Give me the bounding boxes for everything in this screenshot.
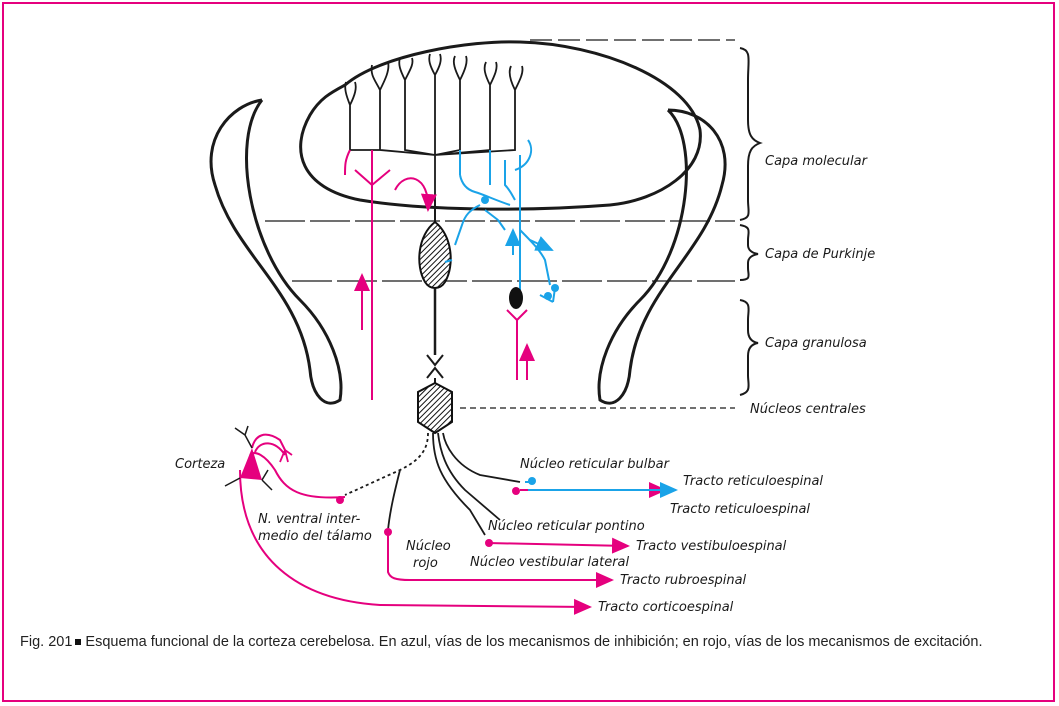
label-molecular-layer: Capa molecular [765,154,869,169]
figure-caption: Fig. 201 Esquema funcional de la corteza … [20,633,1030,652]
central-nucleus [418,383,452,433]
label-tract-reticulo-pontine: Tracto reticuloespinal [670,502,810,517]
label-thalamus-1: N. ventral inter- [258,512,361,527]
bullet-icon [75,639,81,645]
inhibition-pathways [445,140,676,490]
golgi-cell [509,287,523,309]
label-red-nucleus-1: Núcleo [406,539,451,554]
label-cortex: Corteza [175,457,225,472]
label-tract-vestibulo: Tracto vestibuloespinal [636,539,787,554]
label-pontine-nucleus: Núcleo reticular pontino [488,519,645,534]
caption-text: Esquema funcional de la corteza cerebelo… [85,634,982,650]
label-tract-rubro: Tracto rubroespinal [620,573,747,588]
purkinje-cell [419,200,450,383]
label-granular-layer: Capa granulosa [765,336,867,351]
figure-number: Fig. 201 [20,634,72,650]
label-tract-reticulo-bulbar: Tracto reticuloespinal [683,474,823,489]
label-tract-cortico: Tracto corticoespinal [598,600,734,615]
folium-outline [211,42,725,403]
label-bulbar-nucleus: Núcleo reticular bulbar [520,457,671,472]
label-central-nuclei: Núcleos centrales [750,402,866,417]
label-purkinje-layer: Capa de Purkinje [765,247,875,262]
layer-braces [740,48,760,395]
label-red-nucleus-2: rojo [413,556,438,571]
label-thalamus-2: medio del tálamo [258,529,372,544]
label-vestibular-nucleus: Núcleo vestibular lateral [470,555,630,570]
